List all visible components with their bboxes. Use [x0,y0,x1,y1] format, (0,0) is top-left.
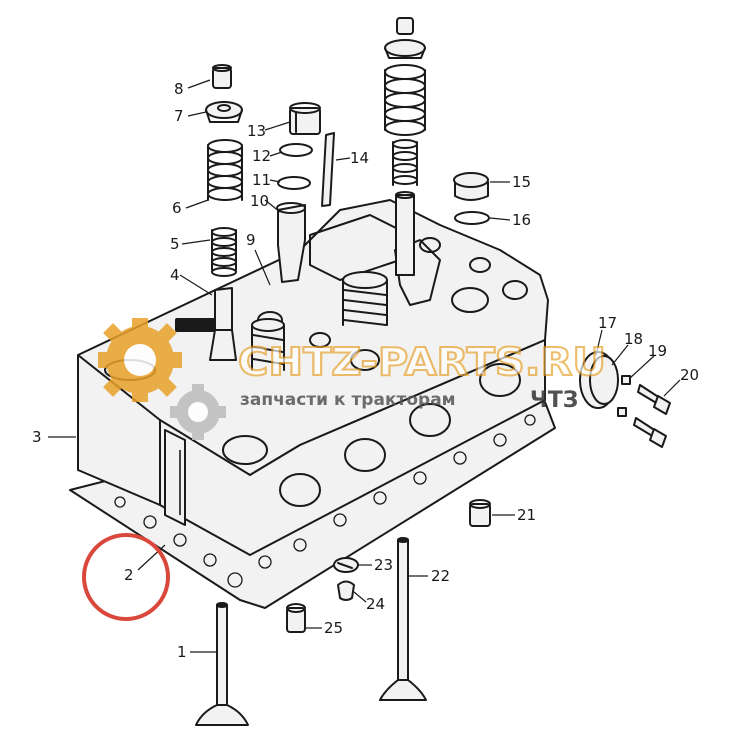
part-10-injector-sleeve [276,202,306,283]
callout-16: 16 [512,211,531,229]
callout-8: 8 [174,80,184,98]
part-11-ring [277,176,311,190]
part-24-cotter [337,580,355,601]
callout-12: 12 [252,147,271,165]
callout-9: 9 [246,231,256,249]
callout-17: 17 [598,314,617,332]
callout-15: 15 [512,173,531,191]
callout-11: 11 [252,171,271,189]
part-22-exhaust-valve [379,537,427,701]
part-15-cap [453,172,489,201]
orange-gear-icon [98,318,182,402]
part-8-cap [212,64,232,89]
callout-5: 5 [170,235,180,253]
callout-18: 18 [624,330,643,348]
part-16-ring [454,211,490,225]
callout-20: 20 [680,366,699,384]
part-17-18-cover [579,351,619,409]
part-5-inner-spring [211,227,237,277]
watermark-suffix: ЧТЗ [530,388,578,413]
callout-13: 13 [247,122,266,140]
watermark-tagline: запчасти к тракторам [240,390,456,410]
highlight-circle [82,533,170,621]
watermark: CHTZ-PARTS.RU запчасти к тракторам ЧТЗ [98,318,607,440]
callout-25: 25 [324,619,343,637]
part-19-washer [621,375,631,385]
callout-3: 3 [32,428,42,446]
callout-14: 14 [350,149,369,167]
part-1-intake-valve [195,602,249,726]
callout-7: 7 [174,107,184,125]
part-23-cotter [333,557,359,573]
callout-19: 19 [648,342,667,360]
callout-6: 6 [172,199,182,217]
part-7-spring-plate [205,101,243,123]
part-12-ring [279,143,313,157]
part-14-rod [321,132,335,207]
part-21-sleeve [469,499,491,527]
watermark-brand: CHTZ-PARTS.RU [238,340,606,384]
callout-10: 10 [250,192,269,210]
callout-labels: 1 2 3 4 5 6 7 8 9 10 11 12 13 14 15 16 1… [32,80,699,661]
grey-gear-icon [170,384,226,440]
callout-4: 4 [170,266,180,284]
callout-21: 21 [517,506,536,524]
callout-24: 24 [366,595,385,613]
callout-2: 2 [124,566,134,584]
callout-23: 23 [374,556,393,574]
callout-1: 1 [177,643,187,661]
right-valve-assembly [384,17,426,276]
part-13-cup [289,102,321,135]
part-25-bushing [286,603,306,633]
leader-lines [48,79,681,653]
part-19-washer-2 [617,407,627,417]
callout-22: 22 [431,567,450,585]
part-20-bolts [633,384,671,448]
part-6-outer-spring [207,139,243,201]
